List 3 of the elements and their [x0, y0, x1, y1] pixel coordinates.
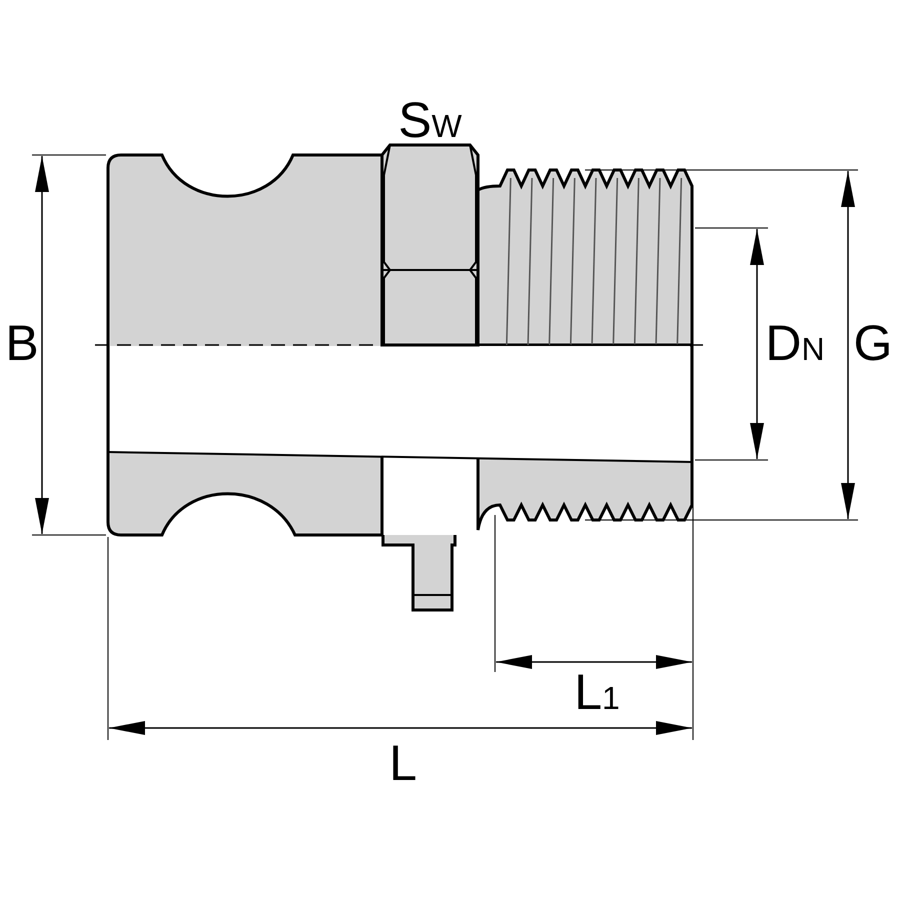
dimension-label: L [389, 738, 417, 788]
dimension-label: G [854, 318, 892, 368]
dimension-label: B [5, 318, 39, 368]
